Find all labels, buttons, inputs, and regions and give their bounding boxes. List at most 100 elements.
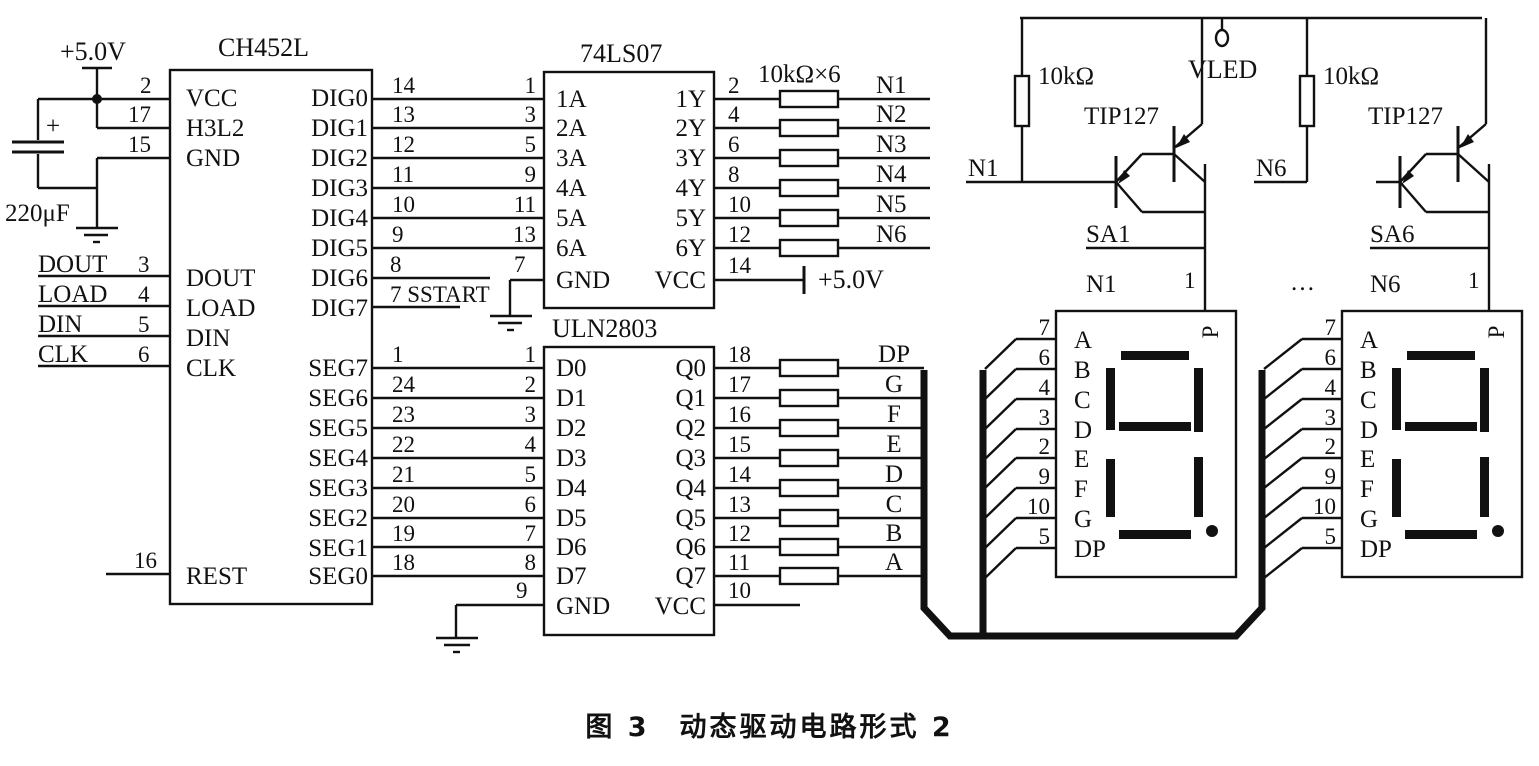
74ls07-chip: 74LS07 bbox=[542, 39, 716, 310]
pin-name-uln-out-6: Q6 bbox=[675, 534, 706, 561]
resistor bbox=[778, 537, 840, 557]
pin-name-dig5: DIG5 bbox=[311, 235, 368, 262]
resistor bbox=[778, 148, 840, 168]
pin-name-dig1: DIG1 bbox=[311, 115, 368, 142]
resistor bbox=[778, 418, 840, 438]
pin-num-dig-3: 11 bbox=[392, 162, 414, 187]
ch452l-chip: CH452L VCC H3L2 GND DOUT LOAD DIN CLK RE… bbox=[168, 33, 374, 606]
segment-net-6: B bbox=[886, 520, 903, 547]
display-pin-num: 6 bbox=[1039, 345, 1051, 370]
pin-num-uln-in-6: 7 bbox=[525, 521, 537, 546]
resistor bbox=[778, 566, 840, 586]
pin-num-uln-in-4: 5 bbox=[525, 462, 537, 487]
pin-name-ls07-out-0: 1Y bbox=[675, 86, 706, 113]
vcc-label-74ls07: +5.0V bbox=[818, 265, 884, 294]
74ls07-body bbox=[542, 70, 716, 310]
pin-num-ls07-out-3: 8 bbox=[728, 162, 740, 187]
pin-name-uln-in-7: D7 bbox=[556, 563, 587, 590]
segment bbox=[1106, 459, 1115, 517]
decimal-point bbox=[1492, 525, 1504, 537]
display-seg-label: C bbox=[1074, 387, 1091, 414]
pin-name-seg6: SEG6 bbox=[308, 385, 368, 412]
pin-name-uln-in-2: D2 bbox=[556, 415, 587, 442]
pin-num-uln-vcc: 10 bbox=[728, 578, 751, 603]
resistor bbox=[778, 89, 840, 109]
resistor bbox=[778, 448, 840, 468]
pin-num-17: 17 bbox=[128, 102, 151, 127]
net-label-din: DIN bbox=[38, 311, 82, 338]
net-label-load: LOAD bbox=[38, 281, 107, 308]
resistor bbox=[778, 388, 840, 408]
resistor bbox=[778, 238, 840, 258]
pin-name-uln-out-3: Q3 bbox=[675, 445, 706, 472]
pin-num-uln-in-0: 1 bbox=[525, 342, 537, 367]
pin-name-ls07-out-3: 4Y bbox=[675, 175, 706, 202]
display-pin-num: 4 bbox=[1325, 375, 1337, 400]
pin-num-seg-0: 1 bbox=[392, 342, 404, 367]
pin-num-uln-in-2: 3 bbox=[525, 402, 537, 427]
segment bbox=[1392, 459, 1401, 517]
resistor bbox=[778, 118, 840, 138]
pin-num-seg-4: 21 bbox=[392, 462, 415, 487]
segment bbox=[1480, 457, 1489, 517]
uln-power: 9 GND VCC 10 bbox=[436, 578, 800, 654]
display-pin-num: 9 bbox=[1039, 464, 1051, 489]
pin-name-seg7: SEG7 bbox=[308, 355, 368, 382]
segment bbox=[1194, 457, 1203, 517]
net-label-3: N4 bbox=[876, 161, 907, 188]
display-seg-label: F bbox=[1360, 476, 1374, 503]
pin-num-15: 15 bbox=[128, 132, 151, 157]
pin-num-ls07-out-2: 6 bbox=[728, 132, 740, 157]
switch-label: SA1 bbox=[1086, 221, 1130, 248]
pin-num-ls07-in-3: 9 bbox=[525, 162, 537, 187]
display-pin-num: 5 bbox=[1325, 524, 1337, 549]
pin-num-ls07-in-0: 1 bbox=[525, 73, 537, 98]
segment bbox=[1407, 351, 1475, 360]
pin-num-uln-out-6: 12 bbox=[728, 521, 751, 546]
pin-name-vcc: VCC bbox=[186, 85, 237, 112]
pin-name-ls07-in-0: 1A bbox=[556, 86, 587, 113]
common-pin-num: 1 bbox=[1468, 268, 1480, 293]
pin-num-dig-2: 12 bbox=[392, 132, 415, 157]
emitter-arrow-icon bbox=[1176, 134, 1190, 148]
display-seg-label: D bbox=[1360, 417, 1378, 444]
pin-name-uln-vcc: VCC bbox=[655, 593, 706, 620]
display-seg-label: B bbox=[1074, 357, 1091, 384]
digit-net-label: N1 bbox=[1086, 271, 1117, 298]
pin-num-uln-out-4: 14 bbox=[728, 462, 752, 487]
display-pin-num: 3 bbox=[1325, 405, 1337, 430]
pin-name-ls07-in-1: 2A bbox=[556, 115, 587, 142]
display-pin-num: 4 bbox=[1039, 375, 1051, 400]
segment-net-5: C bbox=[886, 491, 903, 518]
pin-name-uln-out-0: Q0 bbox=[675, 355, 706, 382]
pin-name-ls07-gnd: GND bbox=[556, 267, 610, 294]
pin-name-load: LOAD bbox=[186, 295, 255, 322]
pin-name-uln-out-5: Q5 bbox=[675, 505, 706, 532]
display-pin-num: 3 bbox=[1039, 405, 1051, 430]
display-pin-num: 10 bbox=[1027, 494, 1050, 519]
pin-num-dig-5: 9 bbox=[392, 222, 404, 247]
pin-num-ls07-in-5: 13 bbox=[513, 222, 536, 247]
segment-net-4: D bbox=[885, 461, 903, 488]
ground-symbol bbox=[436, 636, 478, 654]
pin-num-3: 3 bbox=[138, 252, 150, 277]
segment-net-7: A bbox=[885, 549, 903, 576]
pin-num-6: 6 bbox=[138, 342, 150, 367]
pin-name-clk: CLK bbox=[186, 355, 236, 382]
display-corner-label: P bbox=[1484, 326, 1509, 339]
pin-num-ls07-in-2: 5 bbox=[525, 132, 537, 157]
pin-num-seg-7: 18 bbox=[392, 550, 415, 575]
pin-name-seg3: SEG3 bbox=[308, 475, 368, 502]
net-label-clk: CLK bbox=[38, 341, 88, 368]
display-seg-label: G bbox=[1360, 506, 1378, 533]
pin-name-ls07-out-1: 2Y bbox=[675, 115, 706, 142]
pin-num-uln-out-3: 15 bbox=[728, 432, 751, 457]
display-seg-label: A bbox=[1360, 327, 1378, 354]
pin-num-dig-0: 14 bbox=[392, 73, 416, 98]
pin-name-ls07-in-3: 4A bbox=[556, 175, 587, 202]
segment-net-1: G bbox=[885, 371, 903, 398]
net-label-2: N3 bbox=[876, 131, 907, 158]
power-section: +5.0V 2 17 15 + 220μF bbox=[5, 37, 170, 244]
emitter-arrow-icon bbox=[1460, 134, 1474, 148]
